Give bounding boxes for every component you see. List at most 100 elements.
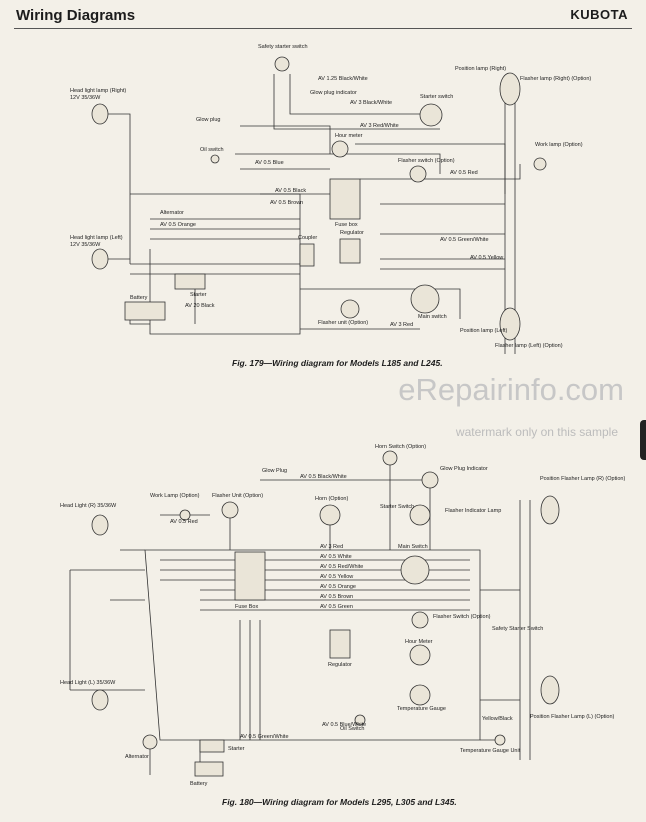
wire-rw3: AV 3 Red/White bbox=[360, 123, 399, 129]
position-lamp-right bbox=[499, 72, 521, 106]
wire-or05: AV 0.5 Orange bbox=[160, 222, 196, 228]
label-glow-indicator: Glow Plug Indicator bbox=[440, 466, 488, 472]
wire-br05: AV 0.5 Brown bbox=[320, 594, 353, 600]
regulator bbox=[329, 629, 351, 659]
label-flasher-left: Flasher lamp (Left) (Option) bbox=[495, 343, 563, 349]
work-lamp bbox=[533, 157, 547, 171]
wire-bk20: AV 20 Black bbox=[185, 303, 215, 309]
binding-mark bbox=[640, 420, 646, 460]
label-flasher-unit: Flasher unit (Option) bbox=[318, 320, 368, 326]
label-starter-switch: Starter Switch bbox=[380, 504, 414, 510]
wire-r05: AV 0.5 Red bbox=[450, 170, 478, 176]
label-oil-switch: Oil switch bbox=[200, 147, 224, 153]
wire-bl05: AV 0.5 Blue/White bbox=[322, 722, 366, 728]
wire-or05: AV 0.5 Orange bbox=[320, 584, 356, 590]
label-battery: Battery bbox=[130, 295, 148, 301]
head-light-right bbox=[91, 514, 109, 536]
label-glow-plug: Glow plug bbox=[196, 117, 220, 123]
work-lamp bbox=[179, 509, 191, 521]
starter bbox=[174, 273, 206, 290]
wiring-diagram-fig180: Horn Switch (Option) Glow Plug Glow Plug… bbox=[0, 440, 646, 795]
oil-switch bbox=[210, 154, 220, 164]
caption-fig179: Fig. 179—Wiring diagram for Models L185 … bbox=[232, 358, 443, 368]
label-fuse-box: Fuse Box bbox=[235, 604, 258, 610]
watermark-brand: eRepairinfo.com bbox=[398, 372, 624, 407]
label-hour-meter: Hour Meter bbox=[405, 639, 433, 645]
label-position-left: Position Flasher Lamp (L) (Option) bbox=[530, 714, 615, 720]
flasher-switch bbox=[409, 165, 427, 183]
label-position-left: Position lamp (Left) bbox=[460, 328, 508, 334]
wire-br05: AV 0.5 Brown bbox=[270, 200, 303, 206]
main-switch bbox=[410, 284, 440, 314]
label-head-left-spec: 12V 35/36W bbox=[70, 242, 101, 248]
wire-bw05: AV 0.5 Black/White bbox=[300, 474, 347, 480]
label-hour-meter: Hour meter bbox=[335, 133, 363, 139]
wire-bw125: AV 1.25 Black/White bbox=[318, 76, 368, 82]
brand-name: KUBOTA bbox=[570, 7, 628, 22]
label-temp-gauge: Temperature Gauge bbox=[397, 706, 446, 712]
label-oil-switch: Oil Switch bbox=[340, 726, 364, 732]
oil-switch bbox=[354, 714, 366, 726]
label-coupler: Coupler bbox=[298, 235, 317, 241]
label-work-lamp: Work lamp (Option) bbox=[535, 142, 583, 148]
temperature-gauge bbox=[409, 684, 431, 706]
temperature-gauge-unit bbox=[494, 734, 506, 746]
wire-y05: AV 0.5 Yellow bbox=[470, 255, 503, 261]
wire-bw3: AV 3 Black/White bbox=[350, 100, 392, 106]
head-light-left bbox=[91, 689, 109, 711]
head-light-left bbox=[91, 248, 109, 270]
hour-meter bbox=[409, 644, 431, 666]
fuse-box bbox=[329, 178, 361, 220]
label-main-switch: Main switch bbox=[418, 314, 447, 320]
label-safety-starter: Safety Starter Switch bbox=[492, 626, 543, 632]
label-regulator: Regulator bbox=[328, 662, 352, 668]
label-starter-switch: Starter switch bbox=[420, 94, 453, 100]
label-horn-switch: Horn Switch (Option) bbox=[375, 444, 426, 450]
wire-g05: AV 0.5 Green bbox=[320, 604, 353, 610]
wire-w05: AV 0.5 White bbox=[320, 554, 352, 560]
label-alternator: Alternator bbox=[125, 754, 149, 760]
position-lamp-left bbox=[499, 307, 521, 341]
starter-switch bbox=[409, 504, 431, 526]
main-switch bbox=[400, 555, 430, 585]
position-flasher-lamp-left bbox=[540, 675, 560, 705]
flasher-unit bbox=[221, 501, 239, 519]
horn-switch bbox=[382, 450, 398, 466]
battery bbox=[124, 301, 166, 321]
label-head-left: Head Light (L) 35/36W bbox=[60, 680, 116, 686]
battery bbox=[194, 761, 224, 777]
header-rule bbox=[14, 28, 632, 29]
head-light-right bbox=[91, 103, 109, 125]
wire-r3: AV 3 Red bbox=[320, 544, 343, 550]
alternator bbox=[142, 734, 158, 750]
label-flasher-right: Flasher lamp (Right) (Option) bbox=[520, 76, 591, 82]
page-title: Wiring Diagrams bbox=[16, 7, 136, 24]
wiring-diagram-fig179-svg: Safety starter switch Head light lamp (R… bbox=[70, 44, 591, 354]
regulator bbox=[339, 238, 361, 264]
label-head-right-spec: 12V 35/36W bbox=[70, 95, 101, 101]
label-position-right: Position Flasher Lamp (R) (Option) bbox=[540, 476, 625, 482]
coupler bbox=[299, 243, 315, 267]
label-battery: Battery bbox=[190, 781, 208, 787]
safety-starter-switch bbox=[274, 56, 290, 72]
label-starter: Starter bbox=[190, 292, 207, 298]
watermark-note: watermark only on this sample bbox=[455, 425, 618, 439]
label-flasher-switch: Flasher Switch (Option) bbox=[433, 614, 491, 620]
label-glow-indicator: Glow plug indicator bbox=[310, 90, 357, 96]
label-regulator: Regulator bbox=[340, 230, 364, 236]
label-temp-unit: Temperature Gauge Unit bbox=[460, 748, 521, 754]
label-position-right: Position lamp (Right) bbox=[455, 66, 506, 72]
wiring-diagram-fig179: Safety starter switch Head light lamp (R… bbox=[0, 34, 646, 364]
label-head-right: Head Light (R) 35/36W bbox=[60, 503, 117, 509]
wire-gw05: AV 0.5 Green/White bbox=[440, 237, 489, 243]
label-flasher-indicator: Flasher Indicator Lamp bbox=[445, 508, 501, 514]
wire-r05: AV 0.5 Red bbox=[170, 519, 198, 525]
label-starter: Starter bbox=[228, 746, 245, 752]
fuse-box bbox=[234, 551, 266, 601]
label-safety-starter: Safety starter switch bbox=[258, 44, 308, 50]
starter-switch bbox=[419, 103, 443, 127]
label-flasher-unit: Flasher Unit (Option) bbox=[212, 493, 263, 499]
label-main-switch: Main Switch bbox=[398, 544, 428, 550]
starter bbox=[199, 739, 225, 753]
wire-bk05: AV 0.5 Black bbox=[275, 188, 306, 194]
